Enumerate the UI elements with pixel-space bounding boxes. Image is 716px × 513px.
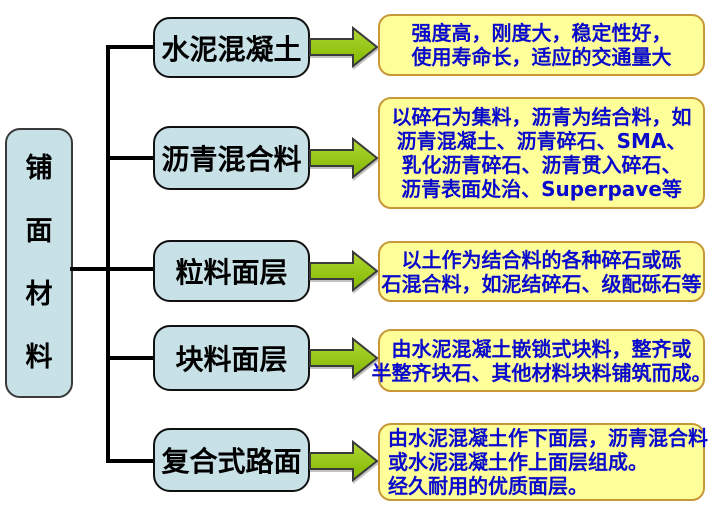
- description-node-3: 以土作为结合料的各种碎石或砾 石混合料，如泥结碎石、级配砾石等: [378, 241, 705, 302]
- category-node-1: 水泥混凝土: [153, 17, 310, 78]
- description-node-2: 以碎石为集料，沥青为结合料，如 沥青混凝土、沥青碎石、SMA、 乳化沥青碎石、沥…: [378, 97, 705, 209]
- description-node-4: 由水泥混凝土嵌锁式块料，整齐或 半整齐块石、其他材料块料铺筑而成。: [372, 329, 712, 392]
- description-text-4: 由水泥混凝土嵌锁式块料，整齐或 半整齐块石、其他材料块料铺筑而成。: [371, 336, 712, 385]
- branch-line-1: [108, 45, 155, 49]
- category-label-5: 复合式路面: [161, 445, 302, 478]
- category-label-1: 水泥混凝土: [161, 32, 302, 66]
- description-node-5: 由水泥混凝土作下面层，沥青混合料 或水泥混凝土作上面层组成。 经久耐用的优质面层…: [378, 423, 708, 501]
- right-arrow-icon-3: [309, 249, 379, 293]
- right-arrow-icon-4: [309, 336, 379, 380]
- root-node: 铺 面 材 料: [5, 128, 73, 398]
- branch-line-4: [108, 356, 155, 360]
- category-label-3: 粒料面层: [175, 256, 288, 289]
- right-arrow-icon-1: [309, 25, 379, 69]
- right-arrow-icon-5: [309, 439, 379, 483]
- category-node-3: 粒料面层: [153, 240, 310, 302]
- description-node-1: 强度高，刚度大，稳定性好， 使用寿命长，适应的交通量大: [378, 14, 705, 76]
- branch-line-2: [108, 156, 155, 160]
- tree-spine-line: [106, 45, 110, 463]
- description-text-2: 以碎石为集料，沥青为结合料，如 沥青混凝土、沥青碎石、SMA、 乳化沥青碎石、沥…: [391, 105, 692, 201]
- root-node-label: 铺 面 材 料: [25, 153, 53, 373]
- description-text-5: 由水泥混凝土作下面层，沥青混合料 或水泥混凝土作上面层组成。 经久耐用的优质面层…: [388, 426, 708, 498]
- right-arrow-icon-2: [309, 136, 379, 180]
- description-text-1: 强度高，刚度大，稳定性好， 使用寿命长，适应的交通量大: [411, 21, 672, 69]
- category-node-5: 复合式路面: [153, 428, 310, 492]
- root-connector-line: [70, 267, 155, 271]
- description-text-3: 以土作为结合料的各种碎石或砾 石混合料，如泥结碎石、级配砾石等: [381, 247, 702, 296]
- category-node-4: 块料面层: [153, 325, 310, 391]
- category-label-2: 沥青混合料: [161, 143, 302, 176]
- category-node-2: 沥青混合料: [153, 126, 310, 190]
- branch-line-5: [108, 459, 155, 463]
- category-label-4: 块料面层: [175, 343, 288, 376]
